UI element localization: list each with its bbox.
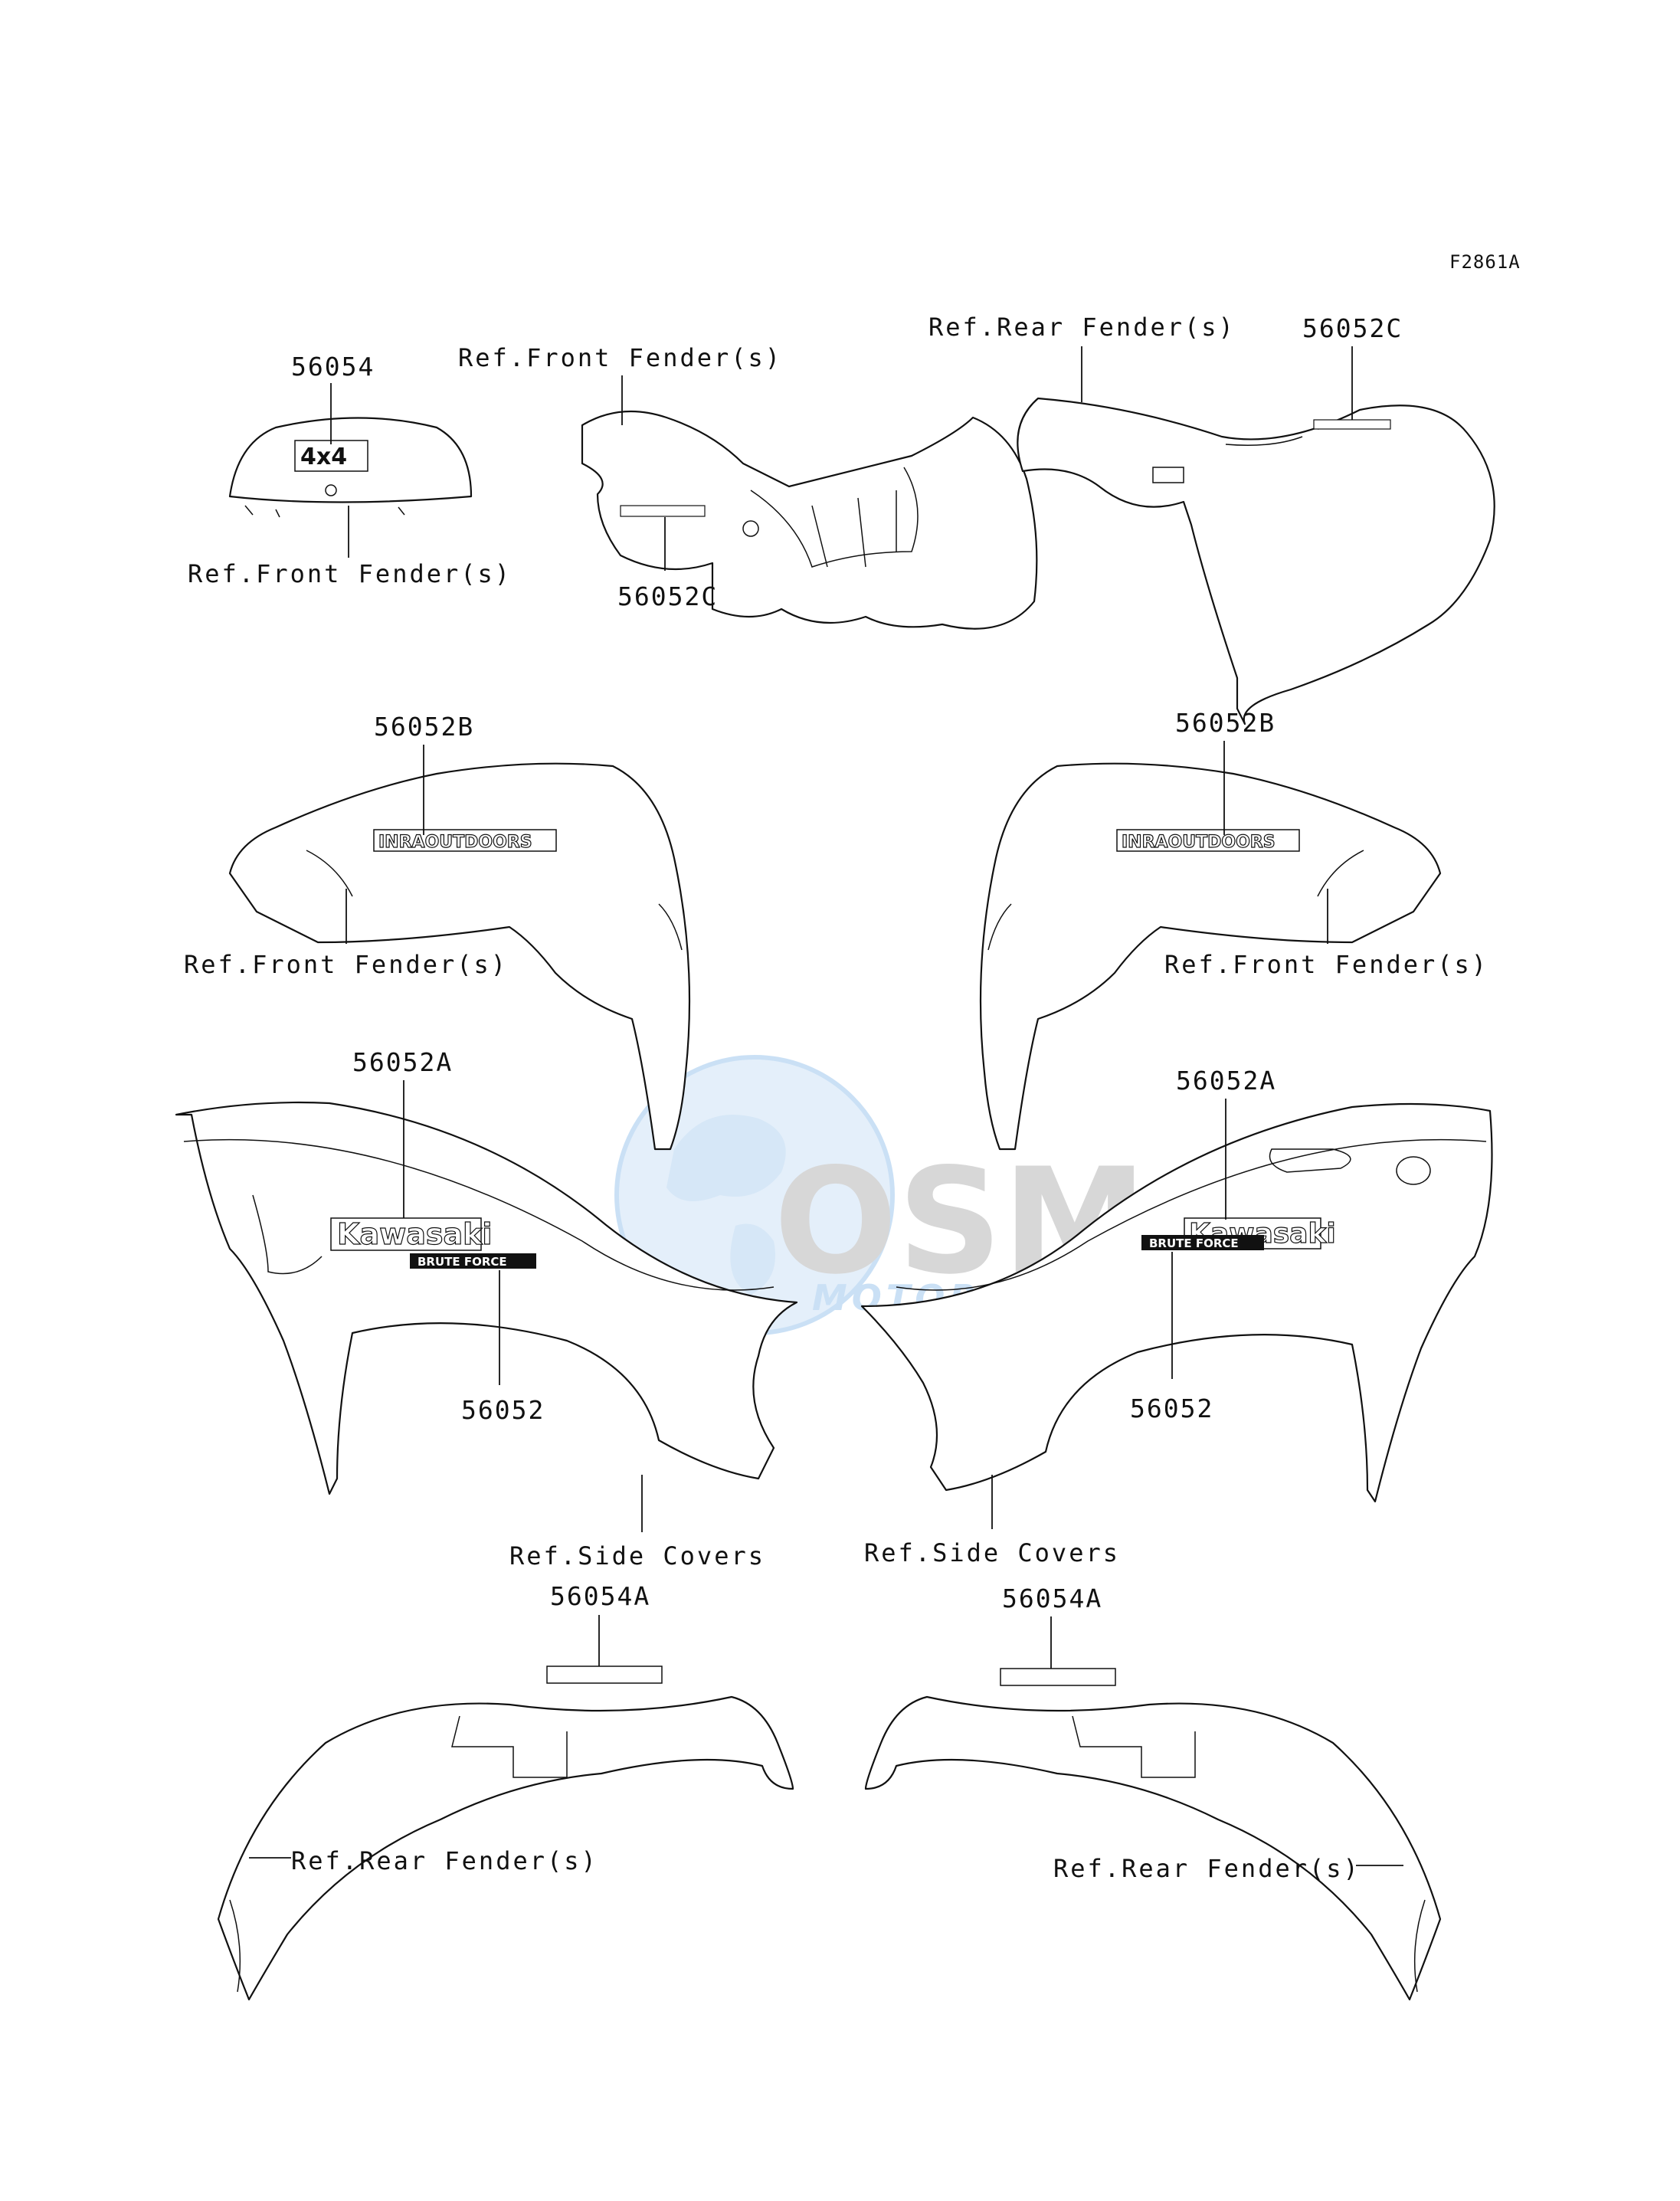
ref-front-fender-right: Ref.Front Fender(s) [1164,950,1488,979]
vriding-decal-left [546,1665,663,1684]
ref-front-fender-left: Ref.Front Fender(s) [184,950,508,979]
part-number-56052c-left: 56052C [617,581,718,611]
part-number-56052-right: 56052 [1130,1394,1213,1423]
vriding-decal-right [1000,1668,1116,1686]
ref-side-covers-right: Ref.Side Covers [864,1538,1120,1567]
rear-fender-left-part [217,1665,794,2001]
ref-front-fender-small: Ref.Front Fender(s) [188,559,512,588]
ref-rear-fender-left: Ref.Rear Fender(s) [291,1846,598,1875]
brute-force-text-left: BRUTE FORCE [418,1255,507,1269]
rear-fender-right-part [864,1668,1442,2001]
front-fender-right-part: INRAOUTDOORS [979,762,1442,1151]
part-number-56054: 56054 [291,352,375,382]
ref-side-covers-left: Ref.Side Covers [509,1541,765,1571]
part-number-56054a-left: 56054A [550,1581,650,1611]
ref-rear-fender-top: Ref.Rear Fender(s) [928,313,1236,342]
badge-text: 4x4 [300,444,347,470]
side-cover-left-part: Kawasaki BRUTE FORCE [175,1101,798,1495]
part-number-56052b-left: 56052B [374,712,474,742]
kawasaki-decal-text-left: Kawasaki [337,1217,492,1251]
part-number-56054a-right: 56054A [1002,1584,1102,1613]
ref-rear-fender-right: Ref.Rear Fender(s) [1053,1854,1361,1883]
brute-force-decal-right [1141,1235,1264,1250]
front-fender-left-part: INRAOUTDOORS [228,762,691,1151]
outdoors-decal-right [1116,829,1300,852]
ref-front-fender-top: Ref.Front Fender(s) [458,343,782,372]
part-number-56052c-right: 56052C [1302,313,1403,343]
rear-fender-top-part [1017,397,1495,725]
outdoors-decal-text-left: INRAOUTDOORS [378,833,532,852]
part-number-56052b-right: 56052B [1175,708,1276,738]
part-number-56052-left: 56052 [461,1395,545,1425]
outdoors-decal-text-right: INRAOUTDOORS [1122,833,1276,852]
figure-id: F2861A [1449,251,1521,273]
brute-force-text-right: BRUTE FORCE [1149,1236,1239,1250]
brute-force-decal-left [410,1253,536,1269]
front-cover-small-part: 4x4 [228,417,473,518]
outdoors-decal-left [373,829,557,852]
kawasaki-decal-left [330,1217,482,1251]
part-number-56052a-left: 56052A [352,1047,453,1077]
front-fender-center-part [581,410,1038,630]
side-cover-right-part: Kawasaki BRUTE FORCE [860,1102,1493,1503]
part-number-56052a-right: 56052A [1176,1066,1276,1096]
